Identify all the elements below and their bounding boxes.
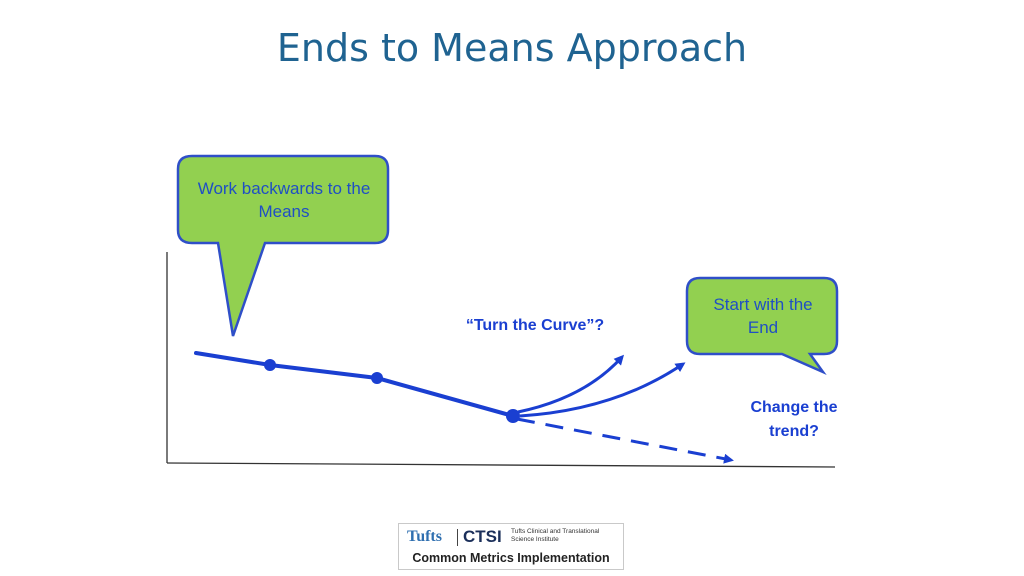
turn-the-curve-label: “Turn the Curve”?: [465, 317, 605, 334]
projected-trend-arrow: [516, 417, 734, 464]
callout-start-with-end: [685, 276, 839, 375]
tufts-ctsi-logo: Tufts CTSI Tufts Clinical and Translatio…: [398, 523, 624, 570]
trend-point: [264, 359, 276, 371]
callout-work-backwards: [176, 154, 390, 337]
trend-point: [506, 409, 520, 423]
logo-program: Common Metrics Implementation: [412, 551, 610, 565]
logo-institute: Tufts Clinical and Translational Science…: [511, 528, 600, 543]
trend-point: [371, 372, 383, 384]
trend-line: [194, 351, 515, 418]
callout-work-backwards-text: Work backwards to the Means: [197, 179, 371, 221]
callout-start-with-end-text: Start with the End: [713, 295, 813, 337]
change-the-trend-label: Change the trend?: [750, 399, 838, 440]
turn-curve-arrow-steep: [517, 354, 625, 414]
logo-divider: [457, 529, 458, 546]
turn-curve-arrow-gentle: [519, 362, 686, 418]
page-title: Ends to Means Approach: [276, 26, 748, 70]
logo-tufts: Tufts: [407, 528, 442, 545]
x-axis: [166, 462, 836, 468]
logo-ctsi: CTSI: [463, 527, 502, 546]
